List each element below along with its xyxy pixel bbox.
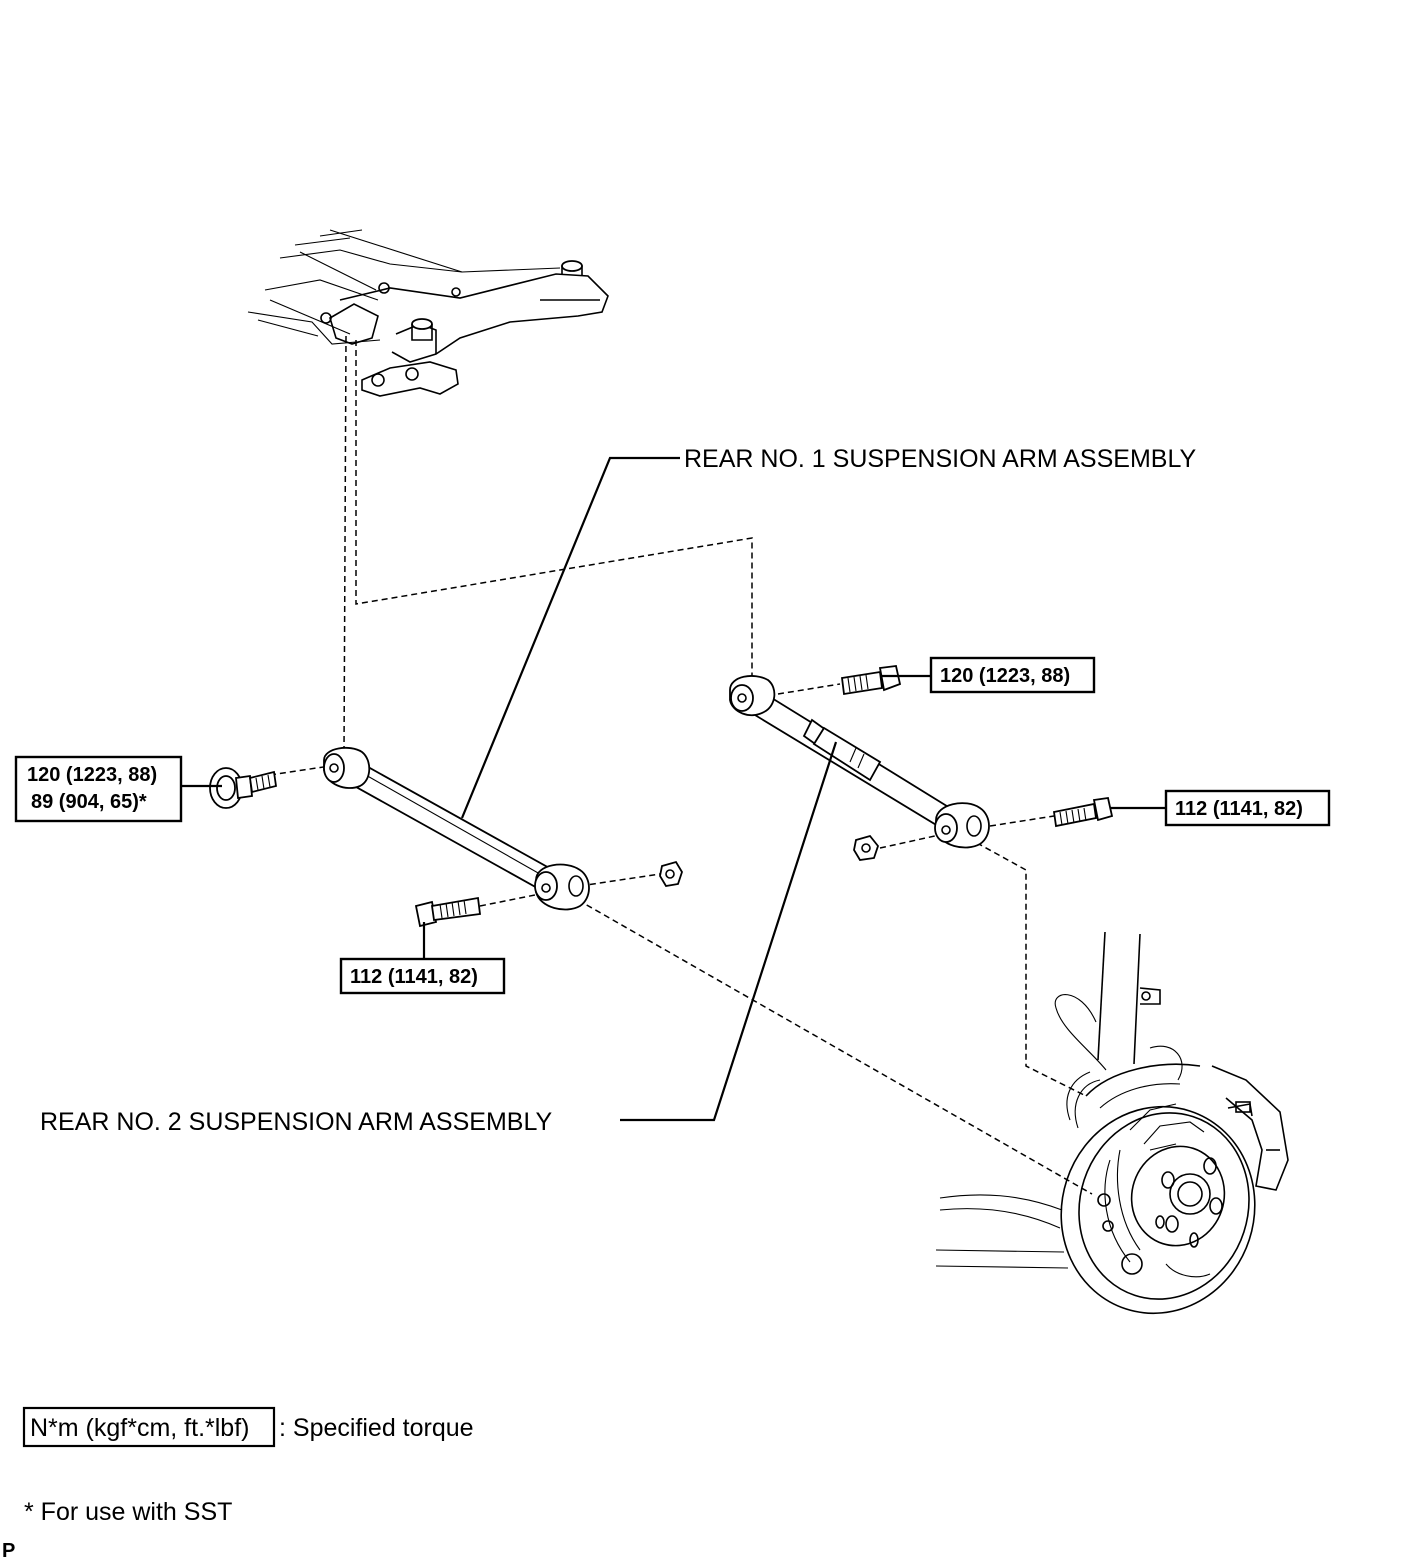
- rear-no1-suspension-arm: [323, 746, 590, 911]
- torque-value-line2: 89 (904, 65)*: [31, 791, 147, 813]
- legend: N*m (kgf*cm, ft.*lbf) : Specified torque…: [22, 1406, 474, 1526]
- torque-value: 112 (1141, 82): [1175, 798, 1303, 820]
- legend-unit-box-text: N*m (kgf*cm, ft.*lbf): [30, 1414, 249, 1442]
- legend-unit-description: : Specified torque: [279, 1414, 474, 1442]
- torque-box-no1-knuckle: 112 (1141, 82): [1164, 789, 1331, 827]
- torque-value-line1: 120 (1223, 88): [27, 764, 157, 786]
- reference-lines: [269, 335, 1093, 1195]
- bolt-no2-frame: [840, 665, 902, 696]
- rear-no2-suspension-arm: [729, 675, 990, 849]
- bolt-no2-knuckle: [1052, 796, 1114, 828]
- washer-bolt-no1-frame: [209, 767, 278, 809]
- rear-suspension-member: [247, 229, 609, 397]
- corner-code: P: [2, 1540, 15, 1562]
- leader-lines: [182, 456, 1168, 1122]
- torque-value: 120 (1223, 88): [940, 665, 1070, 687]
- rear-axle-carrier-assembly: [935, 931, 1289, 1315]
- rear-no2-arm-label: REAR NO. 2 SUSPENSION ARM ASSEMBLY: [40, 1108, 553, 1136]
- nut-no1-knuckle: [659, 860, 683, 887]
- nut-no2-knuckle: [853, 834, 880, 861]
- fasteners: [209, 665, 1114, 928]
- legend-sst-note: * For use with SST: [24, 1498, 232, 1526]
- torque-value: 112 (1141, 82): [350, 966, 478, 988]
- torque-box-no2-knuckle: 112 (1141, 82): [339, 957, 506, 995]
- bolt-no1-knuckle: [414, 896, 482, 928]
- rear-no1-arm-label: REAR NO. 1 SUSPENSION ARM ASSEMBLY: [684, 445, 1197, 473]
- torque-box-no2-frame: 120 (1223, 88) 89 (904, 65)*: [14, 755, 183, 823]
- torque-box-no1-frame: 120 (1223, 88): [929, 656, 1096, 694]
